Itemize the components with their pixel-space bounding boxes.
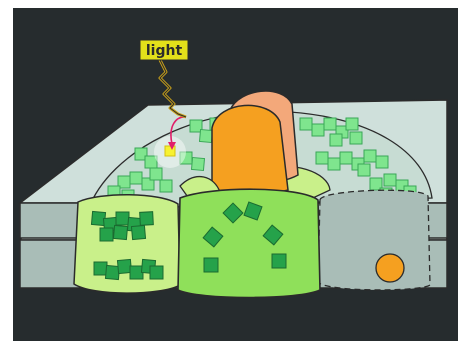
- dashed-region: [318, 190, 430, 290]
- dark-cell: [131, 225, 145, 239]
- dark-cell: [272, 254, 286, 268]
- green-cell: [150, 168, 162, 180]
- dark-cell: [204, 258, 218, 272]
- dark-cell: [150, 266, 163, 279]
- dark-cell: [140, 212, 154, 226]
- green-cell: [191, 157, 204, 170]
- green-cell: [376, 156, 388, 168]
- green-cell: [324, 118, 336, 130]
- dark-cell: [100, 228, 113, 241]
- dark-cell: [113, 225, 127, 239]
- green-cell: [350, 132, 362, 144]
- green-cell: [160, 180, 172, 192]
- dark-cell: [94, 262, 107, 275]
- green-cell: [384, 174, 396, 186]
- light-spot: [165, 146, 175, 156]
- green-cell: [316, 152, 328, 164]
- green-cell: [300, 118, 312, 130]
- green-cell: [346, 118, 358, 130]
- left-blob: [74, 195, 180, 293]
- green-cell: [358, 164, 370, 176]
- green-cell: [330, 134, 342, 146]
- light-label: light: [146, 43, 183, 59]
- dark-cell: [105, 265, 119, 279]
- green-cell: [340, 152, 352, 164]
- green-cell: [328, 158, 340, 170]
- green-cell: [312, 124, 324, 136]
- green-cell: [199, 129, 212, 142]
- dark-cell: [116, 212, 129, 225]
- orange-front-shape: [212, 105, 288, 196]
- green-cell: [364, 150, 376, 162]
- orange-circle: [376, 254, 404, 282]
- dark-cell: [117, 259, 131, 273]
- green-cell: [130, 172, 142, 184]
